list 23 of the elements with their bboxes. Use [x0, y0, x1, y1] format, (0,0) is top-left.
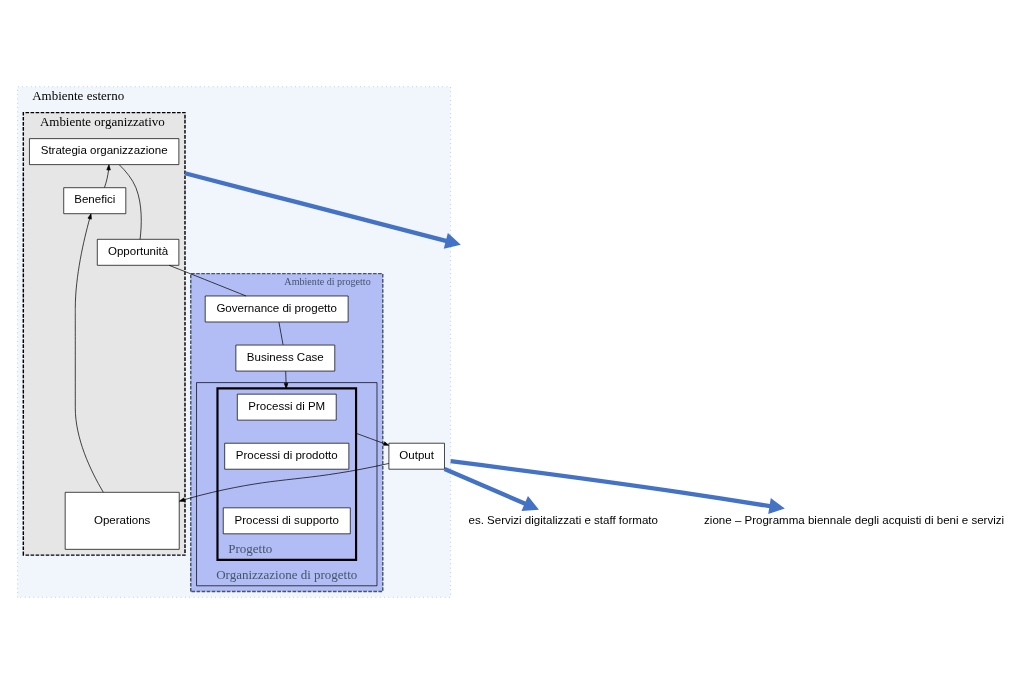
arrow	[283, 370, 289, 389]
node-box: Operations	[64, 491, 180, 550]
node-box: Business Case	[235, 344, 336, 372]
connector	[278, 321, 284, 346]
node-box: Processi di PM	[236, 393, 337, 421]
arrow	[355, 432, 390, 446]
node-box: Opportunità	[96, 238, 180, 266]
arrow	[104, 164, 111, 188]
connector	[119, 164, 142, 240]
arrow	[179, 463, 390, 502]
node-box: Strategia organizzazione	[29, 138, 180, 165]
node-box: Processi di prodotto	[224, 442, 350, 470]
arrow	[450, 459, 785, 515]
node-box: Output	[388, 442, 445, 470]
arrow	[184, 171, 461, 249]
arrow	[74, 213, 104, 493]
node-box: Benefici	[63, 187, 127, 215]
node-text: zione – Programma biennale degli acquisti di beni e servizi	[704, 513, 1005, 526]
node-text: es. Servizi digitalizzati e staff formato	[468, 513, 658, 526]
node-box: Governance di progetto	[204, 295, 349, 323]
node-box: Processi di supporto	[222, 507, 351, 535]
connector	[168, 264, 247, 297]
arrow	[443, 467, 539, 511]
